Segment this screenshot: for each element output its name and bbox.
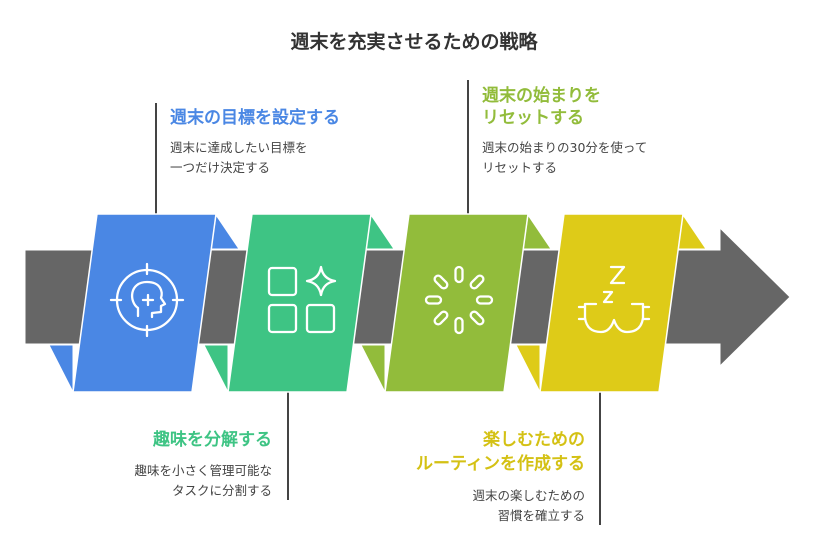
step-4-desc-line-1: 週末の楽しむための [472,488,585,503]
step-3-desc-line-1: 週末の始まりの30分を使って [482,140,648,155]
step-4-desc-line-2: 習慣を確立する [497,508,585,523]
step-4-title-line-2: ルーティンを作成する [416,454,585,474]
step-4-title-line-1: 楽しむための [483,430,585,450]
step-2-title: 趣味を分解する [153,430,272,450]
grid-sparkle-icon [267,265,337,334]
fold-bottom-triangle [515,344,541,393]
step-4-panel [515,213,707,393]
step-1-desc-line-1: 週末に達成したい目標を [170,140,308,155]
panel-shape [384,213,529,393]
panel-shape [227,213,372,393]
step-3-title-line-2: リセットする [482,108,584,128]
step-3-title-line-1: 週末の始まりを [482,86,601,106]
diagram-title: 週末を充実させるための戦略 [290,31,538,53]
fold-bottom-triangle [360,344,386,393]
step-1-panel [48,213,240,393]
step-1-desc-line-2: 一つだけ決定する [170,160,271,175]
fold-bottom-triangle [203,344,229,393]
loading-spinner-icon [424,265,494,335]
step-3-desc-line-2: リセットする [482,160,558,175]
target-head-icon [109,262,185,338]
step-2-panel [203,213,395,393]
sleep-mask-icon [577,265,651,334]
step-2-desc-line-1: 趣味を小さく管理可能な [134,463,272,478]
step-2-desc-line-2: タスクに分割する [171,483,272,498]
panel-shape [72,213,217,393]
step-3-panel [360,213,552,393]
fold-bottom-triangle [48,344,74,393]
step-1-title: 週末の目標を設定する [170,108,340,128]
